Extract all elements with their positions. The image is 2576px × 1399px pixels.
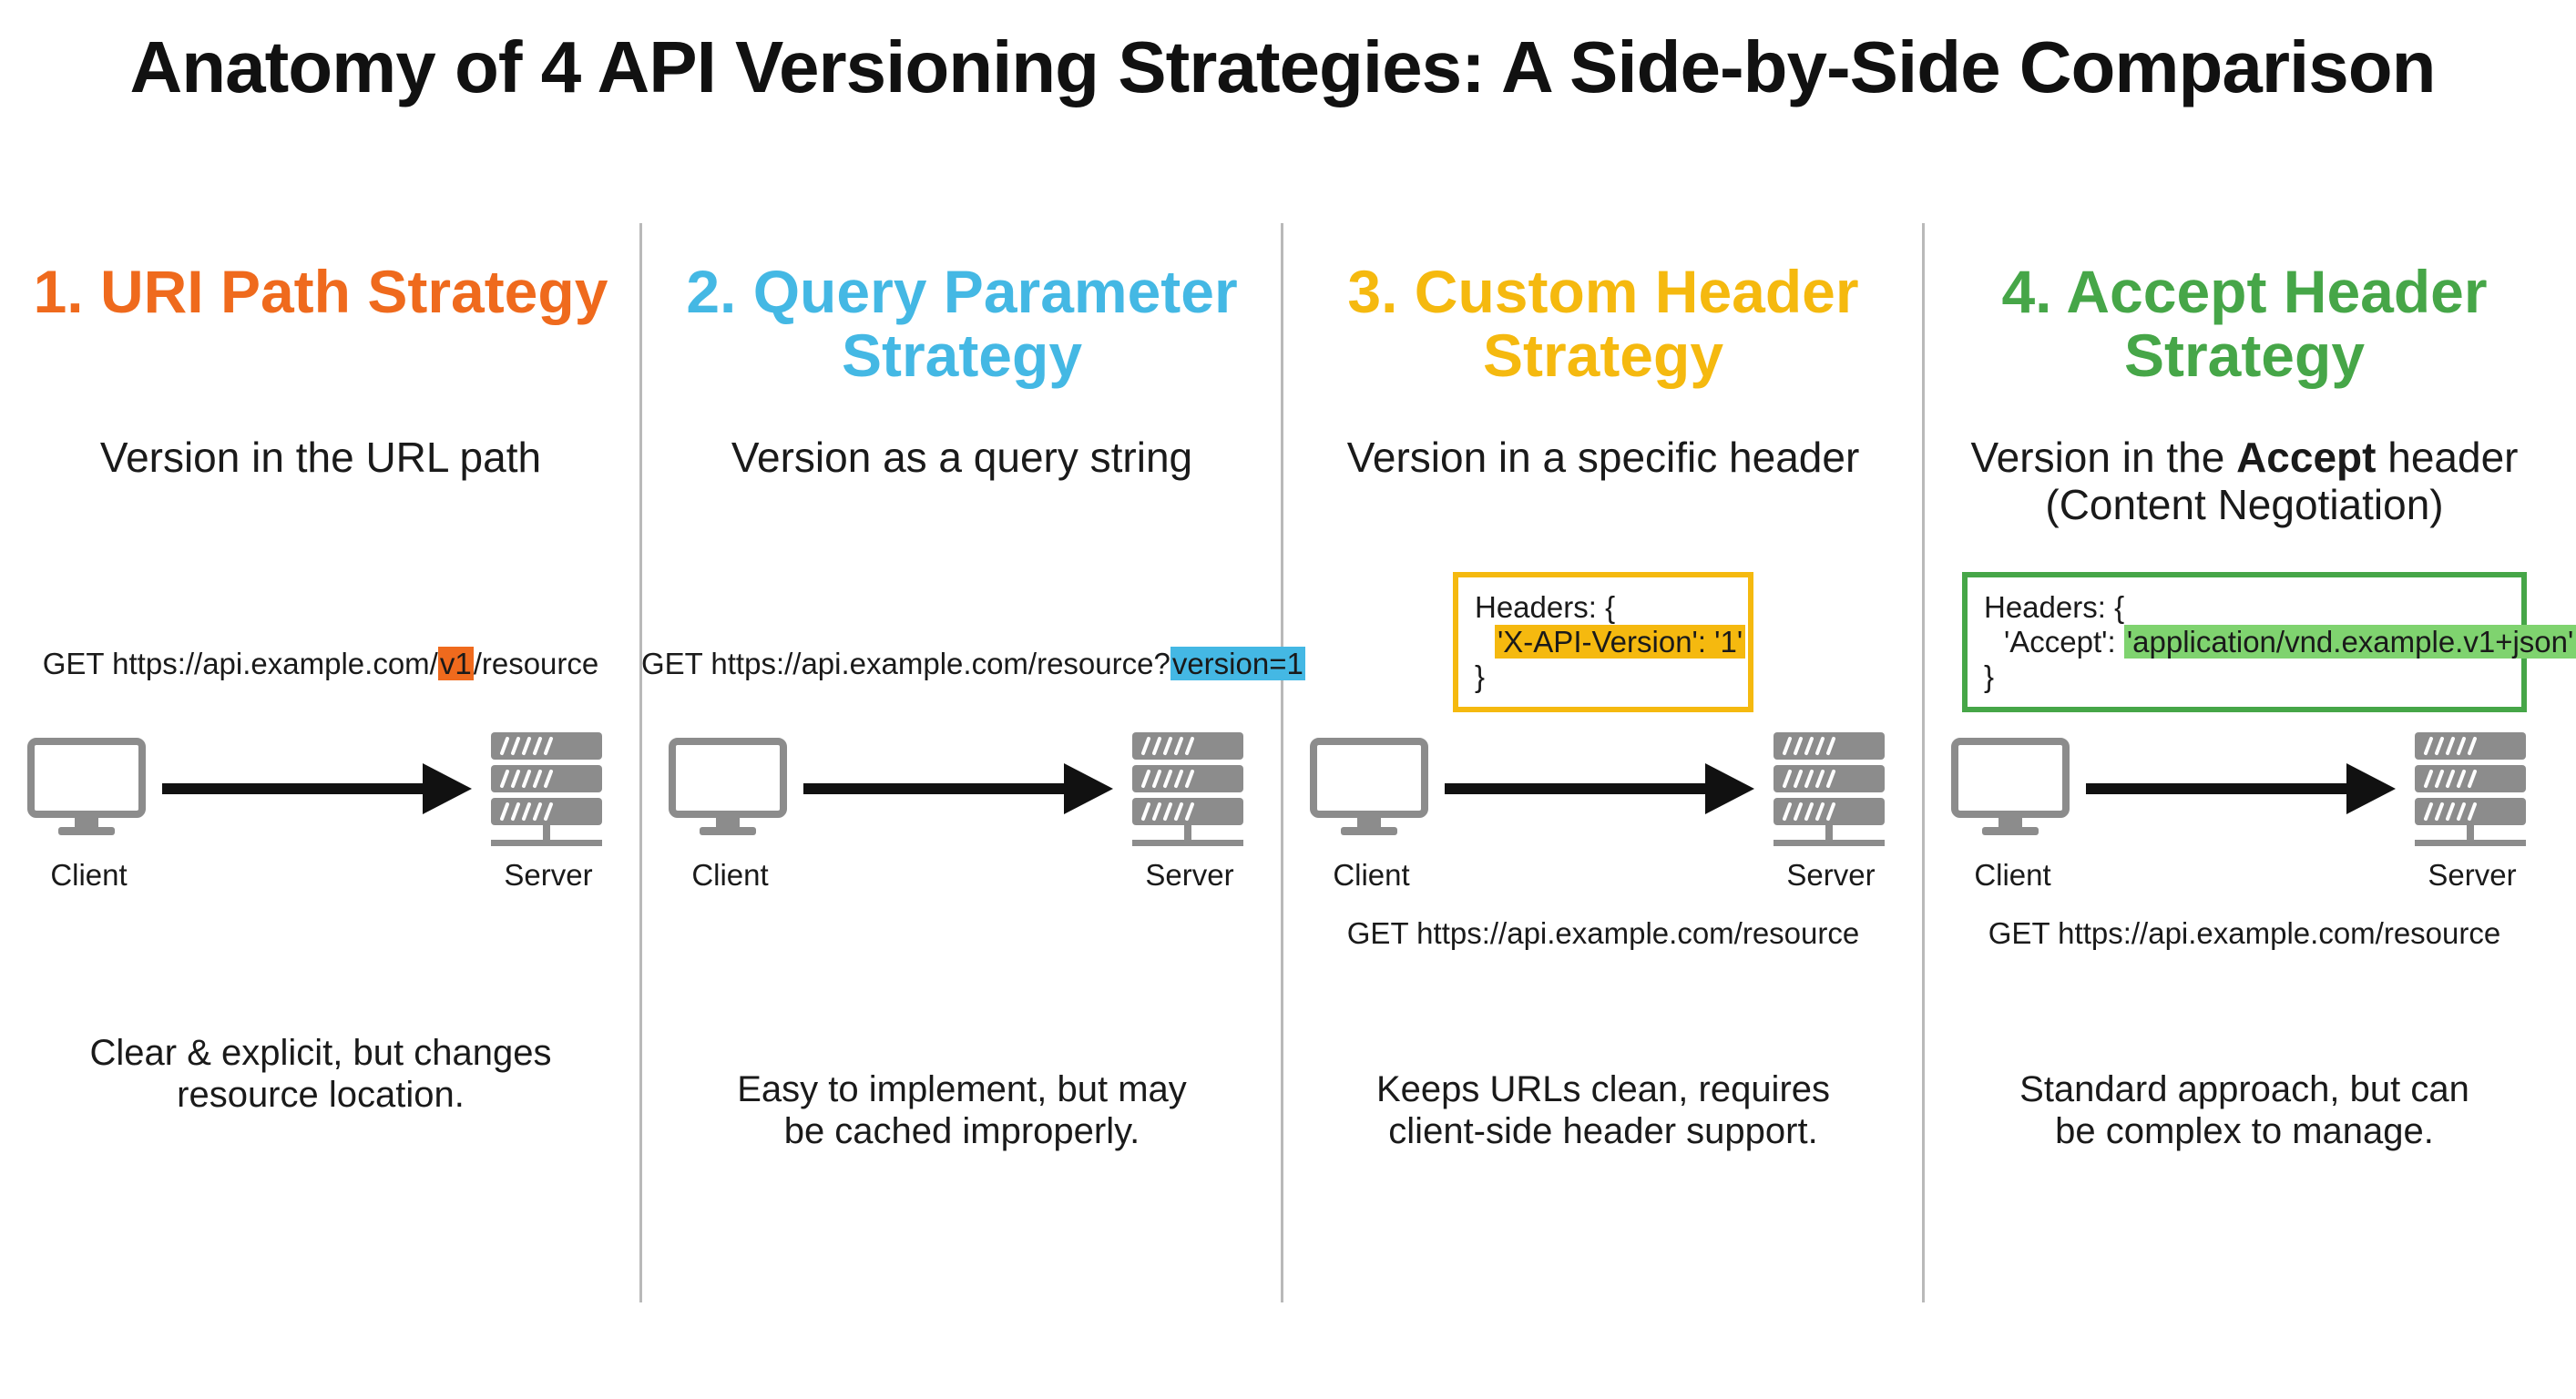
request-line: GET https://api.example.com/resource?ver…	[641, 647, 1305, 681]
server-label: Server	[2428, 858, 2517, 892]
strategy-title: 4. Accept Header Strategy	[2001, 258, 2488, 389]
strategy-title: 2. Query Parameter Strategy	[686, 258, 1238, 389]
custom-header-strategy-column: 3. Custom Header Strategy Version in a s…	[1283, 0, 1924, 1399]
request-line: GET https://api.example.com/v1/resource	[0, 647, 641, 681]
server-rack-icon	[1774, 732, 1885, 846]
headers-box: Headers: { 'Accept': 'application/vnd.ex…	[1962, 572, 2576, 712]
strategy-title: 1. URI Path Strategy	[33, 258, 608, 325]
right-arrow-icon	[1445, 763, 1754, 814]
headers-close: }	[1475, 659, 1486, 693]
right-arrow-icon	[162, 763, 472, 814]
strategy-description: Keeps URLs clean, requires client-side h…	[1375, 1069, 1831, 1151]
header-highlight: 'X-API-Version': '1'	[1495, 625, 1746, 659]
client-label: Client	[50, 858, 128, 892]
strategy-description: Standard approach, but can be complex to…	[2019, 1069, 2469, 1151]
monitor-icon	[1310, 738, 1428, 835]
right-arrow-icon	[803, 763, 1113, 814]
request-prefix: GET https://api.example.com/resource?	[641, 647, 1170, 680]
accept-header-strategy-column: 4. Accept Header Strategy Version in the…	[1924, 0, 2576, 1399]
server-rack-icon	[2415, 732, 2526, 846]
monitor-icon	[1951, 738, 2070, 835]
client-label: Client	[1974, 858, 2051, 892]
subtitle-line2: (Content Negotiation)	[2045, 481, 2444, 528]
headers-box: Headers: { 'X-API-Version': '1' }	[1453, 572, 1753, 712]
header-key: 'Accept':	[2004, 625, 2124, 659]
column-divider	[639, 223, 642, 1302]
monitor-icon	[27, 738, 146, 835]
strategy-subtitle: Version in a specific header	[1346, 434, 1860, 481]
version-highlight: version=1	[1170, 647, 1305, 680]
monitor-icon	[669, 738, 787, 835]
server-label: Server	[1786, 858, 1876, 892]
subtitle-bold: Accept	[2236, 434, 2377, 481]
strategy-subtitle: Version as a query string	[731, 434, 1193, 481]
query-parameter-strategy-column: 2. Query Parameter Strategy Version as a…	[641, 0, 1305, 1399]
strategy-subtitle: Version in the URL path	[99, 434, 542, 481]
server-label: Server	[1145, 858, 1234, 892]
subtitle-prefix: Version in the	[1970, 434, 2237, 481]
column-divider	[1922, 223, 1925, 1302]
request-line: GET https://api.example.com/resource	[1988, 916, 2501, 950]
right-arrow-icon	[2086, 763, 2396, 814]
server-rack-icon	[491, 732, 602, 846]
header-line: 'Accept': 'application/vnd.example.v1+js…	[1984, 625, 2576, 659]
headers-open: Headers: {	[1475, 590, 1616, 624]
request-prefix: GET https://api.example.com/	[42, 647, 438, 680]
page-title: Anatomy of 4 API Versioning Strategies: …	[129, 26, 2436, 107]
column-divider	[1281, 223, 1283, 1302]
client-label: Client	[1333, 858, 1410, 892]
headers-open: Headers: {	[1984, 590, 2125, 624]
server-label: Server	[504, 858, 593, 892]
server-rack-icon	[1132, 732, 1243, 846]
uri-path-strategy-column: 1. URI Path Strategy Version in the URL …	[0, 0, 641, 1399]
header-highlight: 'application/vnd.example.v1+json'	[2123, 625, 2576, 659]
subtitle-suffix: header	[2376, 434, 2519, 481]
strategy-description: Easy to implement, but may be cached imp…	[737, 1069, 1187, 1151]
request-line: GET https://api.example.com/resource	[1346, 916, 1860, 950]
header-line: 'X-API-Version': '1'	[1475, 625, 1746, 659]
strategy-description: Clear & explicit, but changes resource l…	[89, 1033, 552, 1115]
client-label: Client	[691, 858, 769, 892]
strategy-subtitle: Version in the Accept header (Content Ne…	[1942, 434, 2547, 528]
request-suffix: /resource	[473, 647, 599, 680]
headers-close: }	[1984, 659, 1995, 693]
version-highlight: v1	[437, 647, 474, 680]
strategy-title: 3. Custom Header Strategy	[1347, 258, 1859, 389]
